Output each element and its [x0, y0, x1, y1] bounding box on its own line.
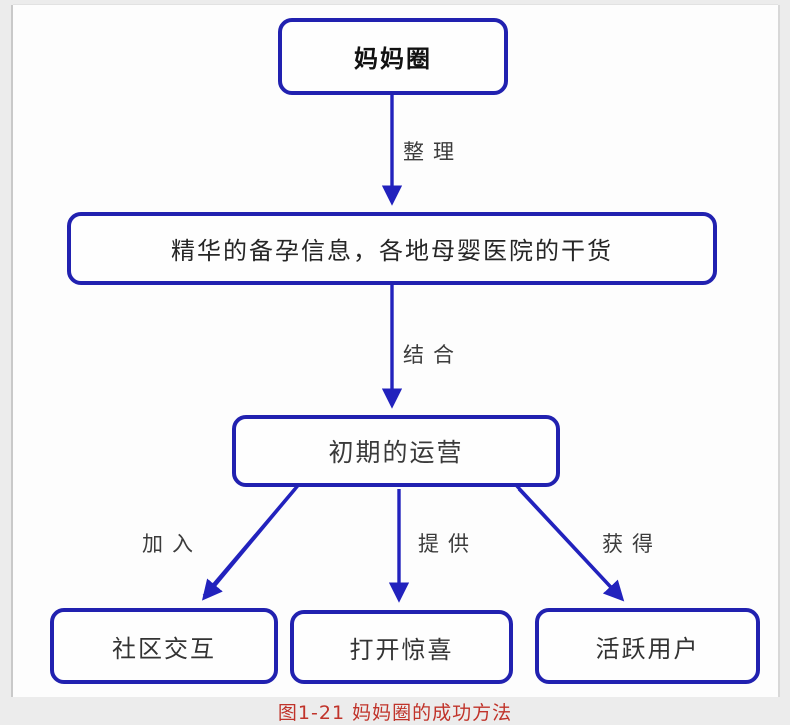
node-label: 活跃用户 [595, 634, 700, 663]
edge-label-provide: 提供 [418, 532, 478, 556]
flowchart-node-active-users: 活跃用户 [535, 608, 760, 684]
flowchart-node-early-operation: 初期的运营 [232, 415, 560, 487]
document-page [13, 5, 778, 697]
edge-label-combine: 结合 [403, 343, 463, 367]
figure-caption: 图1-21 妈妈圈的成功方法 [277, 702, 513, 724]
edge-label-join: 加入 [142, 532, 202, 556]
edge-label-organize: 整理 [403, 140, 463, 164]
flowchart-node-community-interaction: 社区交互 [50, 608, 278, 684]
flowchart-node-mom-circle: 妈妈圈 [278, 18, 508, 95]
node-label: 社区交互 [112, 634, 216, 663]
node-label: 打开惊喜 [349, 635, 454, 664]
flowchart-node-open-surprise: 打开惊喜 [290, 610, 513, 684]
flowchart-node-pregnancy-info: 精华的备孕信息，各地母婴医院的干货 [67, 212, 717, 285]
node-label: 妈妈圈 [354, 45, 432, 73]
node-label: 精华的备孕信息，各地母婴医院的干货 [171, 237, 613, 265]
edge-label-obtain: 获得 [602, 532, 662, 556]
node-label: 初期的运营 [328, 438, 464, 467]
